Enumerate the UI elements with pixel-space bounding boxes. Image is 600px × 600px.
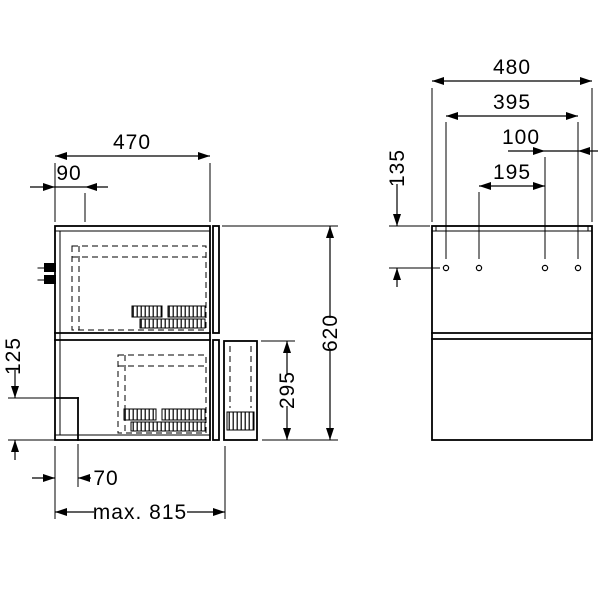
arrowhead (78, 474, 90, 482)
dimension-back-offset-90: 90 (30, 162, 108, 222)
arrowhead (11, 386, 19, 398)
mounting-hole (541, 264, 549, 272)
dim-295-label: 295 (276, 371, 299, 409)
arrowhead (446, 112, 458, 120)
arrowhead (55, 508, 67, 516)
arrowhead (566, 112, 578, 120)
dimension-adjacent-holes-100: 100 (502, 126, 598, 259)
arrowhead (198, 152, 210, 160)
wall-bracket (37, 263, 56, 284)
cabinet-carcass (54, 225, 211, 441)
dim-max-815-label: max. 815 (93, 501, 187, 524)
mounting-hole (475, 264, 483, 272)
dim-480-label: 480 (493, 56, 531, 79)
arrowhead (55, 152, 67, 160)
cabinet-front-outline (431, 225, 593, 441)
arrowhead (326, 226, 334, 238)
dimension-hole-offset-135: 135 (386, 149, 440, 287)
drawer-apron-panel (223, 340, 258, 441)
dim-395-label: 395 (493, 91, 531, 114)
arrowhead (11, 440, 19, 452)
dim-100-label: 100 (502, 126, 540, 149)
side-view: 470 90 125 620 (2, 131, 342, 524)
dim-195-label: 195 (493, 161, 531, 184)
arrowhead (43, 474, 55, 482)
mounting-holes (442, 264, 582, 272)
dimension-total-width-480: 480 (431, 56, 593, 222)
dim-470-label: 470 (113, 131, 151, 154)
arrowhead (85, 183, 97, 191)
arrowhead (432, 77, 444, 85)
arrowhead (326, 428, 334, 440)
arrowhead (479, 182, 491, 190)
arrowhead (533, 182, 545, 190)
dimension-inner-holes-195: 195 (478, 161, 545, 259)
dim-70-label: 70 (93, 467, 118, 490)
dimension-recess-height-125: 125 (2, 337, 55, 460)
arrowhead (580, 77, 592, 85)
arrowhead (393, 268, 401, 280)
upper-drawer-hidden-lines (71, 245, 207, 331)
arrowhead (283, 341, 291, 353)
front-view: 480 395 100 195 (386, 56, 598, 441)
arrowhead (533, 147, 545, 155)
arrowhead (578, 147, 590, 155)
upper-drawer-front-panel (212, 225, 220, 334)
mounting-hole (442, 264, 450, 272)
dimension-total-height-620: 620 (222, 225, 342, 441)
dimension-outer-holes-395: 395 (445, 91, 579, 259)
arrowhead (213, 508, 225, 516)
arrowhead (43, 183, 55, 191)
lower-drawer-hidden-lines (117, 354, 207, 434)
mounting-hole (574, 264, 582, 272)
arrowhead (283, 428, 291, 440)
dim-125-label: 125 (2, 337, 25, 375)
dimension-lower-front-height-295: 295 (261, 340, 299, 440)
dimension-recess-depth-70: 70 (32, 444, 118, 490)
lower-drawer-front-panel (212, 339, 220, 441)
dimension-depth-470: 470 (54, 131, 211, 222)
dim-620-label: 620 (319, 314, 342, 352)
dimension-max-depth-815: max. 815 (54, 446, 226, 524)
dim-90-label: 90 (56, 162, 81, 185)
arrowhead (393, 214, 401, 226)
dim-135-label: 135 (386, 149, 409, 187)
